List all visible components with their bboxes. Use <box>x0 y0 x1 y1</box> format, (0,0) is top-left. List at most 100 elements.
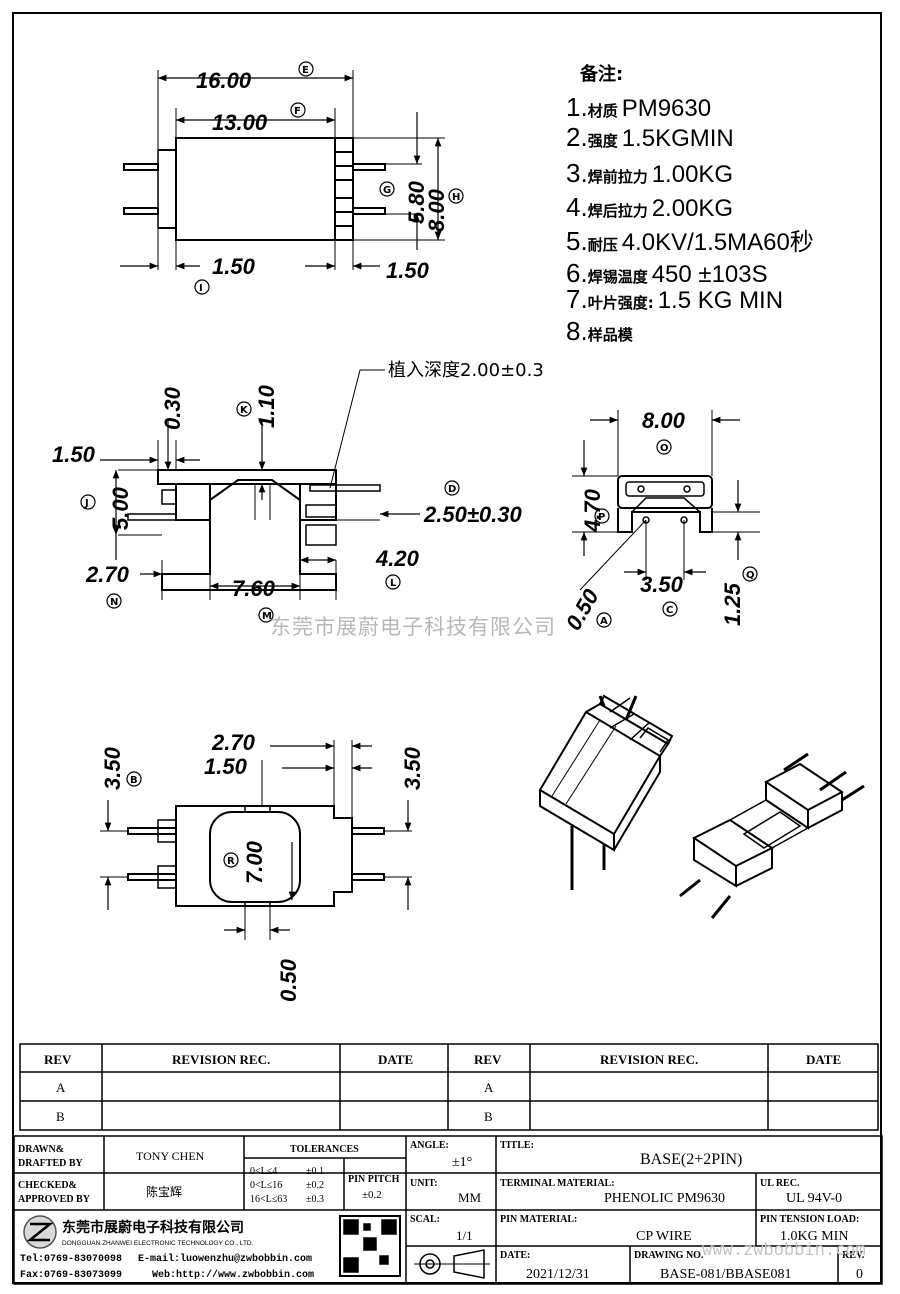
tol-range-2: 0<L≤16 <box>250 1180 282 1191</box>
side-view <box>100 369 420 600</box>
balloon-h: H <box>448 188 464 204</box>
company-web: Web:http://www.zwbobbin.com <box>152 1269 314 1281</box>
svg-text:D: D <box>448 484 456 495</box>
dim-right-pin: 1.50 <box>386 258 430 283</box>
rev-rec-header-1: REVISION REC. <box>172 1052 270 1067</box>
rev-header-2: REV <box>474 1052 502 1067</box>
angle-value: ±1° <box>452 1155 472 1170</box>
svg-text:A: A <box>600 616 608 627</box>
balloon-j: J <box>80 494 96 510</box>
angle-label: ANGLE: <box>410 1140 449 1151</box>
dim-top-thickness: 0.30 <box>160 386 185 430</box>
svg-text:P: P <box>598 512 605 523</box>
svg-text:L: L <box>390 578 397 589</box>
tol-range-3: 16<L≤63 <box>250 1194 287 1205</box>
dim-left-step: 2.70 <box>85 562 130 587</box>
dim-flange: 1.50 <box>52 442 96 467</box>
dim-left-pitch: 3.50 <box>100 746 125 790</box>
top-view <box>120 70 445 270</box>
company-name-cn: 东莞市展蔚电子科技有限公司 <box>62 1219 244 1236</box>
balloon-r: R <box>223 852 239 868</box>
balloon-f: F <box>290 102 306 118</box>
date-header-2: DATE <box>806 1052 841 1067</box>
rev-header-1: REV <box>44 1052 72 1067</box>
tolerances-label: TOLERANCES <box>290 1144 359 1155</box>
drawn-label-1: DRAWN& <box>18 1144 64 1155</box>
balloon-k: K <box>236 401 252 417</box>
rev-row-a-1: A <box>56 1080 66 1095</box>
date-label: DATE: <box>500 1250 530 1261</box>
rev-rec-header-2: REVISION REC. <box>600 1052 698 1067</box>
date-value: 2021/12/31 <box>526 1267 590 1282</box>
tension-value: 1.0KG MIN <box>780 1229 848 1244</box>
checked-label-2: APPROVED BY <box>18 1194 91 1205</box>
revision-table: REV REVISION REC. DATE REV REVISION REC.… <box>44 1052 841 1124</box>
pin-material-label: PIN MATERIAL: <box>500 1214 577 1225</box>
svg-text:H: H <box>452 192 460 203</box>
pin-material-value: CP WIRE <box>636 1229 692 1244</box>
bottom-view-dimensions: 3.50 3.50 2.70 1.50 7.00 0.50 B R <box>100 730 425 1002</box>
watermark-url: www.zwbobbin.com <box>702 1240 866 1260</box>
dim-pin-pitch: 3.50 <box>640 572 684 597</box>
end-view <box>572 410 760 591</box>
balloon-n: N <box>106 593 122 609</box>
svg-text:C: C <box>666 605 673 616</box>
svg-text:N: N <box>110 597 118 608</box>
ul-label: UL REC. <box>760 1178 800 1189</box>
balloon-c: C <box>662 601 678 617</box>
rev-label: REV. <box>842 1250 865 1261</box>
dim-pin-span: 5.80 <box>404 180 429 224</box>
balloon-a: A <box>596 612 612 628</box>
drawn-label-2: DRAFTED BY <box>18 1158 84 1169</box>
depth-callout: 植入深度2.00±0.3 <box>388 360 544 381</box>
company-email: E-mail:luowenzhu@zwbobbin.com <box>138 1253 312 1265</box>
terminal-value: PHENOLIC PM9630 <box>604 1191 725 1206</box>
balloon-p: P <box>594 508 610 524</box>
bottom-view <box>100 740 412 940</box>
drawing-no-value: BASE-081/BBASE081 <box>660 1267 791 1282</box>
tol-value-1: ±0.1 <box>306 1166 324 1177</box>
svg-text:J: J <box>84 498 89 509</box>
dim-height: 4.70 <box>580 488 605 533</box>
title-block-fields: DRAWN& DRAFTED BY TONY CHEN CHECKED& APP… <box>18 1140 865 1282</box>
rev-row-b-2: B <box>484 1109 493 1124</box>
company-fax: Fax:0769-83073099 <box>20 1270 122 1281</box>
note-item-8: 8.样品模 <box>566 316 634 346</box>
svg-text:M: M <box>262 611 272 622</box>
dim-left-pin: 1.50 <box>212 254 256 279</box>
scale-label: SCAL: <box>410 1214 440 1225</box>
dim-offset-a: 2.70 <box>211 730 256 755</box>
isometric-view-left <box>538 694 674 890</box>
dim-width: 8.00 <box>642 408 686 433</box>
rev-value: 0 <box>856 1267 863 1282</box>
svg-text:G: G <box>383 185 391 196</box>
tension-label: PIN TENSION LOAD: <box>760 1214 859 1225</box>
rev-row-b-1: B <box>56 1109 65 1124</box>
dim-right-step: 4.20 <box>375 546 420 571</box>
company-tel: Tel:0769-83070098 <box>20 1253 122 1265</box>
notes-heading: 备注: <box>579 63 623 85</box>
pin-pitch-value: ±0.2 <box>362 1189 382 1201</box>
pin-pitch-label: PIN PITCH <box>348 1174 400 1185</box>
dim-offset-b: 1.50 <box>204 754 248 779</box>
unit-value: MM <box>458 1190 482 1205</box>
watermark-company: 东莞市展蔚电子科技有限公司 <box>270 615 556 639</box>
svg-text:B: B <box>130 775 138 786</box>
drawn-value: TONY CHEN <box>136 1149 205 1163</box>
svg-text:I: I <box>199 283 203 294</box>
svg-text:E: E <box>302 65 309 76</box>
balloon-q: Q <box>742 566 758 582</box>
notes: 备注: <box>579 63 623 85</box>
ul-value: UL 94V-0 <box>786 1191 842 1206</box>
balloon-b: B <box>126 771 142 787</box>
date-header-1: DATE <box>378 1052 413 1067</box>
scale-value: 1/1 <box>456 1228 473 1243</box>
tol-value-2: ±0.2 <box>306 1180 324 1191</box>
